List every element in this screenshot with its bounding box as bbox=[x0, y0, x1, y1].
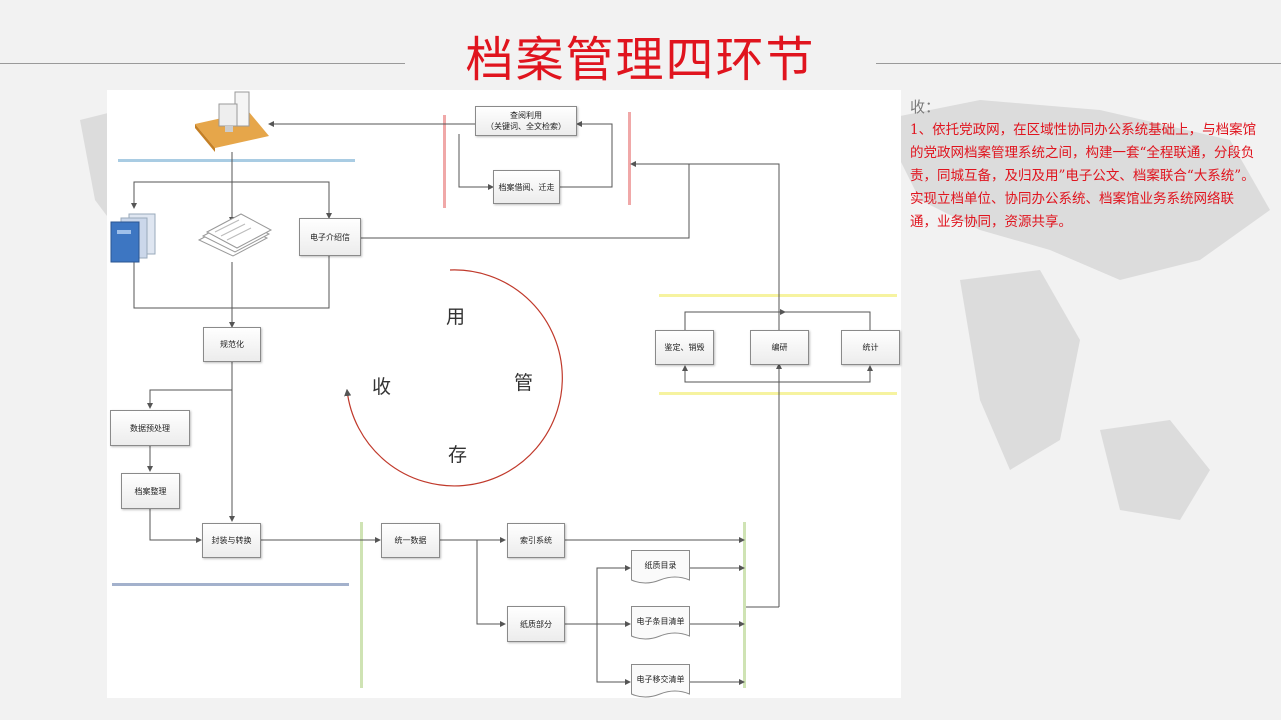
package-label: 封装与转换 bbox=[211, 536, 252, 545]
edge-trunk-to-query bbox=[630, 161, 780, 607]
edge-bottom-to-appraise bbox=[682, 365, 779, 383]
e-transfer-list-label: 电子移交清单 bbox=[636, 674, 685, 684]
edge-split-right bbox=[232, 181, 332, 219]
e-transfer-list-doc[interactable]: 电子移交清单 bbox=[631, 664, 690, 700]
bar-green-left bbox=[360, 522, 363, 688]
cycle-manage-label: 管 bbox=[514, 372, 534, 394]
note-heading: 收： bbox=[910, 98, 941, 116]
stats-label: 统计 bbox=[862, 343, 879, 352]
edge-bottom-to-stats bbox=[779, 365, 873, 383]
bar-pink-left bbox=[443, 115, 446, 208]
preprocess-label: 数据预处理 bbox=[130, 423, 170, 433]
query-use-line1: 查阅利用 bbox=[510, 111, 542, 120]
edge-unify-to-paper bbox=[476, 540, 506, 627]
e-letter-box[interactable]: 电子介绍信 bbox=[299, 218, 361, 256]
edge-split-left bbox=[131, 181, 232, 209]
borrow-box[interactable]: 档案借阅、迁走 bbox=[493, 170, 560, 204]
edge-borrow-to-right-bar bbox=[560, 121, 613, 188]
title-rule-left bbox=[0, 63, 405, 64]
compile-box[interactable]: 编研 bbox=[750, 330, 809, 365]
cycle-use-label: 用 bbox=[446, 306, 466, 328]
e-letter-label: 电子介绍信 bbox=[310, 232, 350, 242]
title-rule-right bbox=[876, 63, 1281, 64]
paper-catalog-label: 纸质目录 bbox=[644, 560, 677, 570]
query-use-line2: （关键词、全文检索） bbox=[486, 122, 566, 131]
paper-box[interactable]: 纸质部分 bbox=[507, 606, 565, 642]
edge-eletter-to-right bbox=[361, 164, 690, 239]
edge-stats-up bbox=[785, 311, 871, 330]
unify-label: 统一数据 bbox=[394, 536, 427, 545]
edge-paper-to-catalog bbox=[596, 565, 631, 624]
e-item-list-doc[interactable]: 电子条目清单 bbox=[631, 606, 690, 642]
blue-folders-icon bbox=[110, 213, 156, 263]
note-body: 1、依托党政网，在区域性协同办公系统基础上，与档案馆的党政网档案管理系统之间，构… bbox=[910, 122, 1257, 230]
page-title: 档案管理四环节 bbox=[465, 32, 816, 88]
cycle-arc bbox=[344, 269, 563, 487]
edge-arrange-to-package bbox=[149, 509, 202, 543]
arrange-label: 档案整理 bbox=[134, 486, 167, 496]
diagram-canvas: 查阅利用 （关键词、全文检索） 档案借阅、迁走 电子介绍信 规范化 数据预处理 … bbox=[107, 90, 901, 698]
normalize-label: 规范化 bbox=[220, 340, 244, 349]
computer-workstation-icon bbox=[195, 91, 269, 152]
edge-query-to-borrow bbox=[458, 134, 494, 190]
bar-yellow-top bbox=[659, 294, 897, 297]
appraise-label: 鉴定、销毁 bbox=[664, 343, 705, 352]
paper-label: 纸质部分 bbox=[520, 619, 552, 629]
bar-green-right bbox=[743, 522, 746, 688]
package-box[interactable]: 封装与转换 bbox=[202, 523, 261, 558]
unify-box[interactable]: 统一数据 bbox=[381, 523, 440, 558]
preprocess-box[interactable]: 数据预处理 bbox=[110, 410, 190, 446]
e-item-list-label: 电子条目清单 bbox=[636, 616, 685, 626]
index-label: 索引系统 bbox=[520, 536, 552, 545]
edge-appraise-up bbox=[684, 309, 786, 330]
cycle-store-label: 存 bbox=[448, 444, 468, 466]
cycle-collect-label: 收 bbox=[372, 376, 392, 398]
bar-blue-top bbox=[118, 159, 355, 162]
paper-catalog-doc[interactable]: 纸质目录 bbox=[631, 550, 690, 586]
paper-documents-icon bbox=[197, 213, 273, 257]
edge-paper-to-transfer bbox=[596, 624, 631, 685]
diagram-connectors bbox=[110, 91, 897, 688]
arrange-box[interactable]: 档案整理 bbox=[121, 473, 180, 509]
compile-label: 编研 bbox=[771, 343, 788, 352]
bar-yellow-bottom bbox=[659, 392, 897, 395]
side-note: 收： 1、依托党政网，在区域性协同办公系统基础上，与档案馆的党政网档案管理系统之… bbox=[910, 96, 1260, 234]
bar-pink-right bbox=[628, 112, 631, 205]
index-box[interactable]: 索引系统 bbox=[507, 523, 565, 558]
query-use-box[interactable]: 查阅利用 （关键词、全文检索） bbox=[475, 106, 577, 136]
normalize-box[interactable]: 规范化 bbox=[203, 327, 261, 362]
bar-navy-bottom bbox=[112, 583, 349, 586]
borrow-label: 档案借阅、迁走 bbox=[498, 182, 555, 192]
appraise-box[interactable]: 鉴定、销毁 bbox=[655, 330, 714, 365]
stats-box[interactable]: 统计 bbox=[841, 330, 900, 365]
edge-normalize-to-preprocess bbox=[147, 389, 232, 409]
